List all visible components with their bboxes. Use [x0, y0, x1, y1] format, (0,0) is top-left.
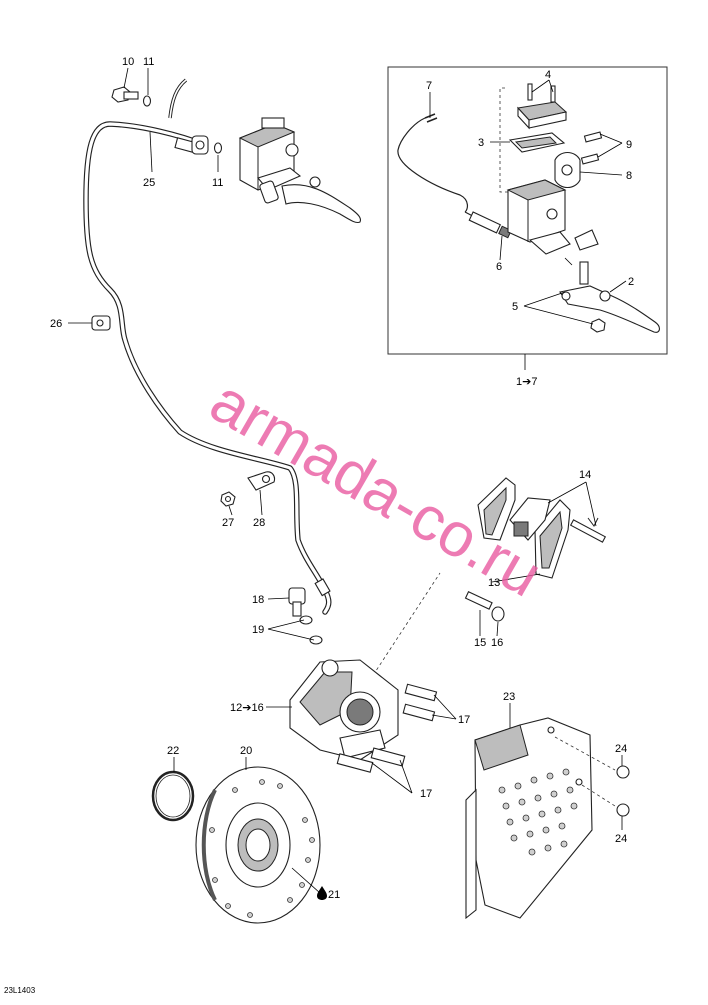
- caliper-bolts: [336, 683, 438, 773]
- callout: 23: [503, 691, 515, 703]
- inset-label: 1➔7: [516, 376, 537, 388]
- pad-pin: [569, 517, 607, 543]
- callout: 21: [328, 889, 340, 901]
- sealing-washer: [309, 635, 323, 645]
- hose-clip: [91, 315, 111, 331]
- bleeder-cap: [491, 606, 505, 622]
- banjo-fitting: [191, 135, 209, 155]
- diaphragm: [508, 132, 566, 153]
- pivot-nut: [590, 318, 606, 333]
- callout: 10: [122, 56, 134, 68]
- handlebar-clamp: [554, 151, 581, 189]
- nut: [220, 491, 236, 507]
- inset-frame: [387, 66, 668, 355]
- drawing-code: 23L1403: [4, 986, 36, 995]
- callout: 8: [626, 170, 632, 182]
- brake-disc: [195, 766, 321, 924]
- callout: 5: [512, 301, 518, 313]
- guard-screws: [554, 736, 630, 817]
- sealing-washer: [299, 615, 313, 625]
- banjo-bolt: [111, 86, 139, 103]
- drop-icon: [317, 886, 327, 900]
- callout: 25: [143, 177, 155, 189]
- callout: 19: [252, 624, 264, 636]
- callout: 24: [615, 743, 627, 755]
- callout: 26: [50, 318, 62, 330]
- pad-spring: [509, 497, 551, 541]
- leader-lines: [68, 67, 627, 894]
- callout: 28: [253, 517, 265, 529]
- callout: 3: [478, 137, 484, 149]
- callout: 2: [628, 276, 634, 288]
- callout: 11: [143, 56, 154, 68]
- callout: 4: [545, 69, 551, 81]
- brake-lever: [559, 285, 660, 333]
- brake-caliper: [289, 659, 399, 761]
- bleeder-screw: [464, 591, 493, 610]
- callout: 17: [420, 788, 432, 800]
- callout-labels: 10 11 25 11 26 7 4 3 9 8 6 2 5 1➔7 27 28…: [50, 56, 634, 901]
- piston-boot: [574, 229, 599, 251]
- master-cylinder-assembly: [238, 117, 362, 224]
- o-ring: [151, 770, 195, 822]
- callout: 7: [426, 80, 432, 92]
- banjo-bolt: [288, 587, 306, 617]
- callout: 27: [222, 517, 234, 529]
- callout: 16: [491, 637, 503, 649]
- callout: 14: [579, 469, 591, 481]
- callout: 18: [252, 594, 264, 606]
- reservoir-cover: [517, 101, 568, 130]
- caliper-axis-line: [369, 572, 441, 681]
- brake-hose: [83, 121, 332, 615]
- clamp-screws: [580, 131, 603, 165]
- vent-line: [168, 78, 188, 119]
- pivot-pin: [579, 261, 589, 285]
- hose-clamp: [247, 471, 276, 491]
- callout: 24: [615, 833, 627, 845]
- callout: 20: [240, 745, 252, 757]
- master-cylinder-body: [506, 179, 571, 255]
- callout: 12➔16: [230, 702, 264, 714]
- disc-guard: [465, 717, 593, 920]
- callout: 17: [458, 714, 470, 726]
- callout: 11: [212, 177, 223, 189]
- callout: 6: [496, 261, 502, 273]
- assembly-line: [499, 87, 512, 193]
- brake-light-switch: [397, 113, 512, 239]
- sealing-washer: [213, 142, 223, 154]
- callout: 15: [474, 637, 486, 649]
- callout: 9: [626, 139, 632, 151]
- sealing-washer: [142, 95, 152, 107]
- callout: 13: [488, 577, 500, 589]
- callout: 22: [167, 745, 179, 757]
